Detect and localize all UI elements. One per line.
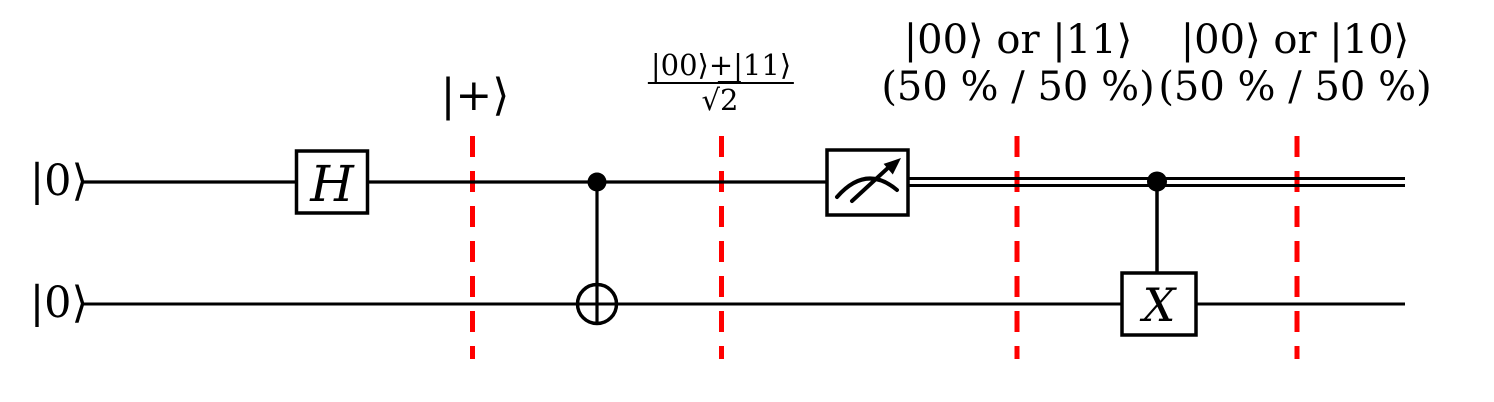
- cnot-target-icon: [575, 282, 619, 326]
- classical-double-wire: [870, 177, 1405, 187]
- qubit1-input-label: |0⟩: [29, 278, 89, 328]
- meter-needle: [850, 165, 891, 203]
- measured-state-line2: (50 % / 50 %): [881, 64, 1155, 110]
- hadamard-gate-label: H: [309, 155, 355, 213]
- bell-state-annotation: |00⟩+|11⟩ √2: [647, 50, 795, 117]
- plus-state-annotation: |+⟩: [440, 70, 510, 121]
- sqrt-radicand: 2: [718, 81, 741, 117]
- x-gate: X: [1120, 271, 1198, 337]
- corrected-state-line1: |00⟩ or |10⟩: [1180, 17, 1410, 63]
- hadamard-gate: H: [294, 149, 370, 215]
- classical-control: [1147, 171, 1167, 276]
- cnot-gate: [575, 172, 619, 326]
- qubit0-input-label: |0⟩: [29, 156, 89, 206]
- hadamard-gate-box: [294, 149, 370, 215]
- x-gate-label: X: [1140, 278, 1178, 332]
- measured-state-annotation: |00⟩ or |11⟩ (50 % / 50 %): [881, 17, 1154, 111]
- measurement-gate: [825, 148, 910, 217]
- corrected-state-line2: (50 % / 50 %): [1158, 64, 1432, 110]
- measured-state-line1: |00⟩ or |11⟩: [903, 17, 1133, 63]
- classical-control-dot-icon: [1147, 171, 1167, 192]
- cnot-control-dot-icon: [587, 172, 607, 192]
- bell-state-numerator: |00⟩+|11⟩: [647, 50, 795, 84]
- barrier-lines: [470, 136, 1300, 359]
- corrected-state-annotation: |00⟩ or |10⟩ (50 % / 50 %): [1158, 17, 1431, 111]
- x-gate-box: [1120, 271, 1198, 337]
- meter-needle-arrowhead: [883, 158, 901, 175]
- bell-state-denominator: √2: [648, 81, 794, 117]
- wires: [82, 177, 1405, 306]
- sqrt-sign: √: [701, 83, 721, 117]
- measurement-meter-icon: [835, 158, 901, 203]
- meter-arc: [835, 176, 899, 199]
